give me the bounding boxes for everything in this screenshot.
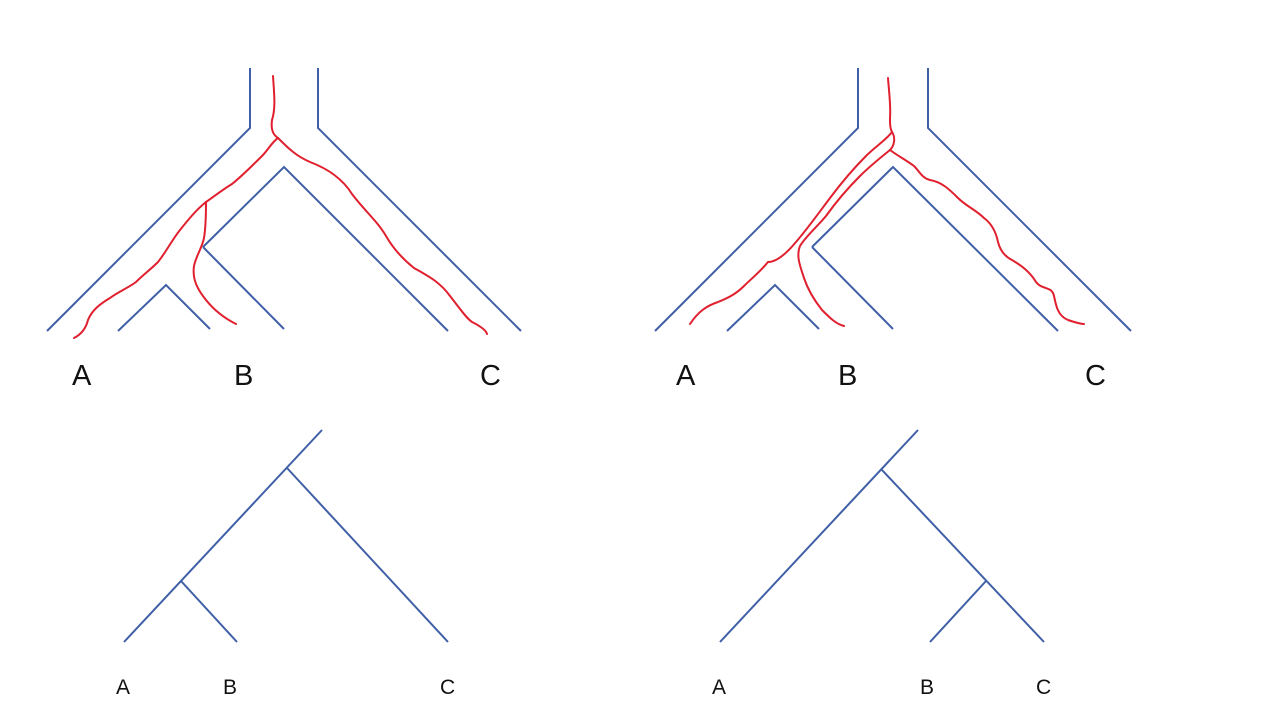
tip-label-b: B bbox=[223, 676, 237, 699]
gene-tree-panel-bottom-right: A B C bbox=[712, 429, 1051, 699]
branch-root-to-a bbox=[123, 429, 323, 643]
gene-lineage-to-ab bbox=[205, 137, 279, 203]
tip-label-b: B bbox=[920, 676, 934, 699]
species-tree-panel-top-right: A B C bbox=[654, 68, 1132, 392]
gene-lineage-to-b bbox=[192, 201, 237, 325]
tip-label-a: A bbox=[72, 360, 92, 392]
tip-label-c: C bbox=[440, 676, 455, 699]
tube-inner-ab-c-wall bbox=[202, 165, 449, 332]
branch-root-to-a bbox=[719, 429, 919, 643]
species-tree-outline bbox=[46, 68, 522, 332]
species-tree-panel-top-left: A B C bbox=[46, 68, 522, 392]
branch-to-c bbox=[286, 467, 449, 643]
branch-to-b bbox=[929, 580, 987, 643]
species-tree-outline bbox=[654, 68, 1132, 332]
gene-lineage-to-b bbox=[797, 149, 891, 327]
tip-label-b: B bbox=[234, 360, 253, 392]
tube-inner-a-b-wall bbox=[726, 283, 820, 332]
gene-lineage-to-c bbox=[277, 137, 488, 335]
gene-lineage-to-bc bbox=[889, 131, 896, 151]
gene-lineage-trunk bbox=[887, 77, 893, 133]
tube-outer-right-wall bbox=[927, 68, 1132, 332]
tube-inner-b-wall bbox=[202, 246, 285, 330]
tube-outer-right-wall bbox=[317, 68, 522, 332]
tip-label-c: C bbox=[480, 360, 501, 392]
gene-lineage-to-a bbox=[73, 201, 207, 339]
branch-to-c bbox=[881, 469, 1045, 643]
gene-lineage-trunk bbox=[270, 75, 279, 139]
tube-inner-a-b-wall bbox=[117, 283, 211, 332]
tube-outer-left-wall bbox=[654, 68, 859, 332]
tube-outer-left-wall bbox=[46, 68, 251, 332]
tip-label-a: A bbox=[676, 360, 696, 392]
gene-tree-red bbox=[689, 77, 1085, 327]
branch-to-b bbox=[180, 580, 238, 643]
tip-label-b: B bbox=[838, 360, 857, 392]
tip-label-c: C bbox=[1085, 360, 1106, 392]
gene-lineage-to-c bbox=[889, 149, 1085, 325]
gene-tree-red bbox=[73, 75, 488, 339]
gene-lineage-to-a bbox=[689, 131, 893, 325]
gene-tree-panel-bottom-left: A B C bbox=[116, 429, 455, 699]
tip-label-c: C bbox=[1036, 676, 1051, 699]
tube-inner-ab-c-wall bbox=[811, 165, 1059, 332]
tip-label-a: A bbox=[712, 676, 726, 699]
tube-inner-b-wall bbox=[811, 246, 894, 330]
tip-label-a: A bbox=[116, 676, 130, 699]
